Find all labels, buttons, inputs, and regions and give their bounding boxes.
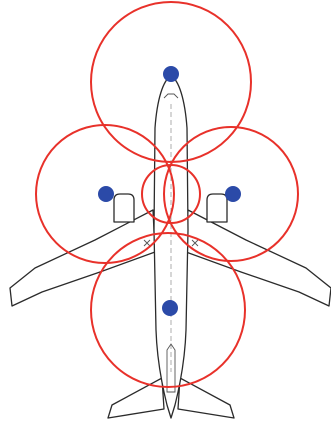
right-engine (207, 194, 227, 222)
left-engine (114, 194, 134, 222)
sensor-point-nose (163, 66, 179, 82)
sensor-point-left-wing (98, 186, 114, 202)
right-wing (186, 210, 331, 306)
left-stabilizer (108, 378, 164, 418)
aircraft-top-view-icon (10, 76, 331, 418)
fuselage (154, 76, 188, 418)
sensor-point-aft (162, 300, 178, 316)
sensor-point-right-wing (225, 186, 241, 202)
